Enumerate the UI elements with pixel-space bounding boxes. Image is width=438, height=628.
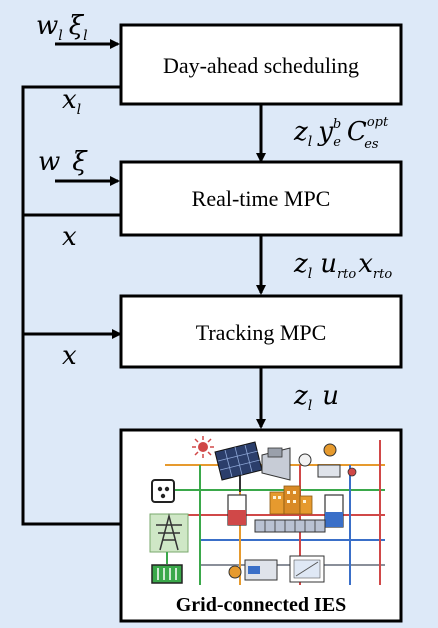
x-feedback-1-sub: l xyxy=(77,102,81,118)
s2-x: x xyxy=(358,249,373,279)
s1-y-sup: b xyxy=(333,117,341,132)
day-ahead-box: Day-ahead scheduling xyxy=(119,23,403,106)
s3-u: u xyxy=(322,381,339,411)
input-arrows xyxy=(55,39,120,186)
x-feedback-1-label: xl xyxy=(62,85,81,118)
input-middle-w: w xyxy=(38,147,60,177)
s2-u-sub: rto xyxy=(337,267,356,282)
input-xi: ξ xyxy=(69,11,85,41)
s2-u: u xyxy=(320,249,337,279)
s3-z: z xyxy=(293,381,308,411)
heat-exchanger-icon xyxy=(254,519,326,533)
s2-z-sub: l xyxy=(308,266,312,282)
input-w: w xyxy=(36,11,58,41)
ies-box: Grid-connected IES xyxy=(119,428,403,623)
s1-z-sub: l xyxy=(308,134,312,150)
real-time-label: Real-time MPC xyxy=(192,186,331,211)
feedback-lines xyxy=(21,85,122,526)
ev-charger-icon xyxy=(151,479,175,503)
tank-icon xyxy=(227,494,344,528)
x-feedback-2-label: x xyxy=(62,222,77,252)
s1-y-sub: e xyxy=(333,135,341,150)
real-time-box: Real-time MPC xyxy=(119,160,403,237)
turbine-icon xyxy=(261,443,357,481)
power-tower-icon xyxy=(149,513,189,553)
s1-y: y xyxy=(317,117,333,147)
input-middle-xi: ξ xyxy=(72,147,88,177)
input-w-sub: l xyxy=(58,28,62,44)
s1-z: z xyxy=(293,117,308,147)
solar-panel-icon xyxy=(214,441,263,492)
s3-z-sub: l xyxy=(308,398,312,414)
s1-c: C xyxy=(347,117,367,147)
day-ahead-label: Day-ahead scheduling xyxy=(163,53,359,78)
s1-c-sub: es xyxy=(364,137,379,152)
battery-icon xyxy=(151,552,183,584)
x-feedback-3-label: x xyxy=(62,341,77,371)
tracking-box: Tracking MPC xyxy=(119,294,403,369)
s2-x-sub: rto xyxy=(373,267,392,282)
s1-c-sup: opt xyxy=(367,115,389,130)
factory-icon xyxy=(269,485,313,515)
chiller-icon xyxy=(228,555,325,583)
sun-icon xyxy=(192,436,214,458)
s2-z: z xyxy=(293,249,308,279)
x-feedback-1: x xyxy=(62,85,77,115)
ies-label: Grid-connected IES xyxy=(176,594,347,616)
input-xi-sub: l xyxy=(83,28,87,44)
tracking-label: Tracking MPC xyxy=(196,320,327,345)
